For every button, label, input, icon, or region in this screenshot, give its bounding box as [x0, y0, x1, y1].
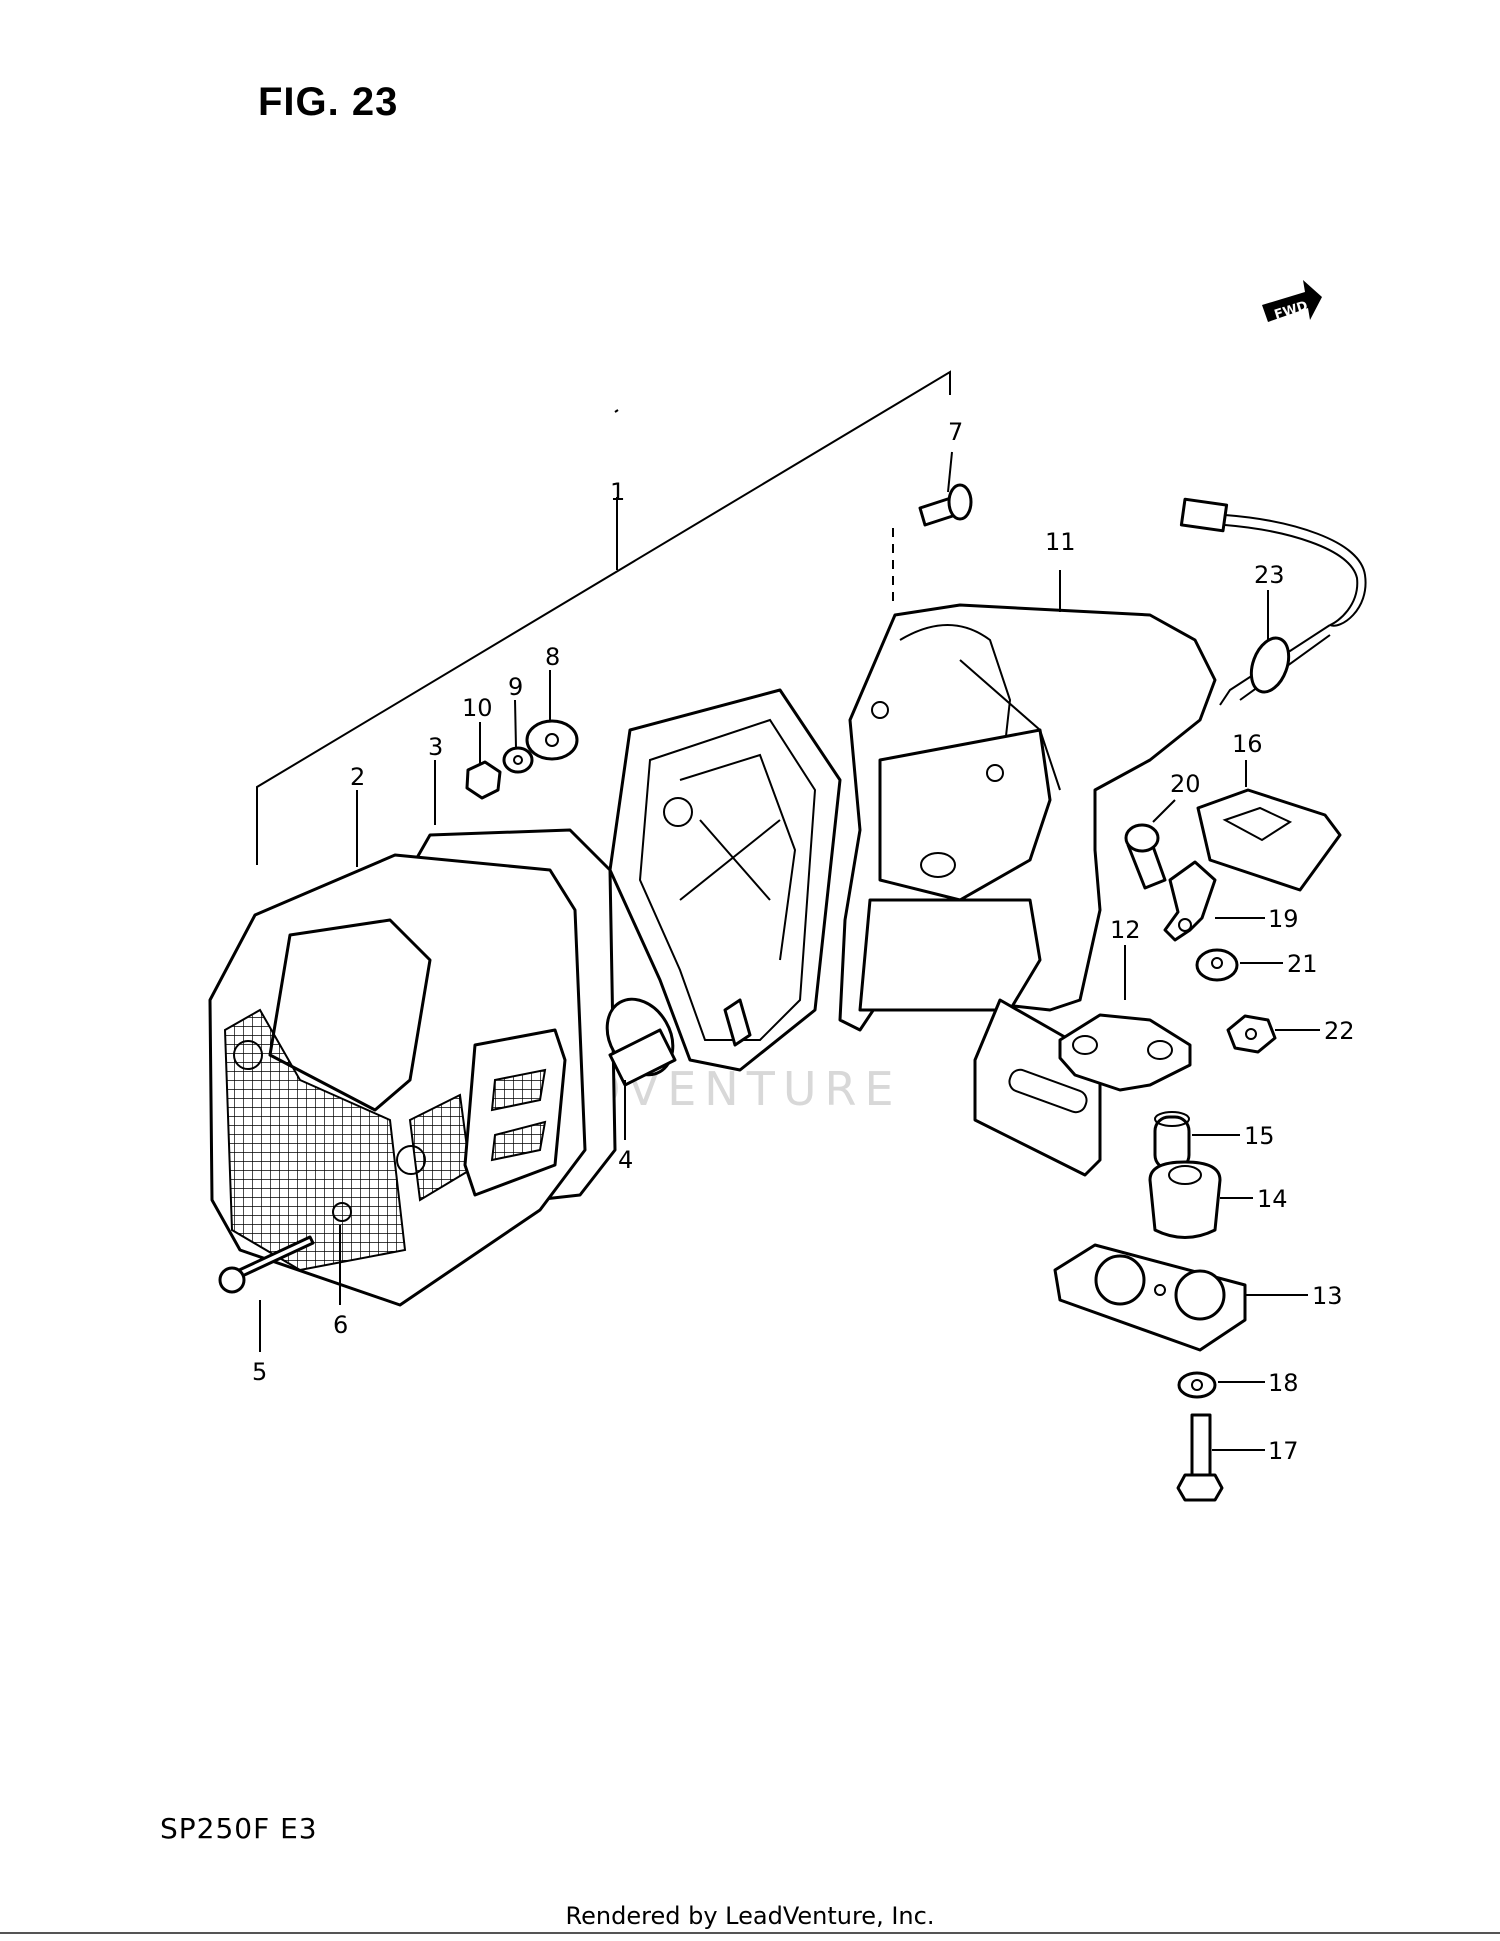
figure-title: FIG. 23 [258, 80, 399, 124]
callout-21: 21 [1287, 950, 1318, 978]
callout-15: 15 [1244, 1122, 1275, 1150]
wire-harness [1179, 497, 1367, 706]
callout-11: 11 [1045, 528, 1076, 556]
callout-labels: 1 2 3 4 5 6 7 8 9 10 11 12 13 14 15 16 1… [252, 418, 1355, 1465]
assembly-bracket-lead [256, 370, 951, 865]
callout-10: 10 [462, 694, 493, 722]
callout-8: 8 [545, 643, 560, 671]
clip-19 [1163, 860, 1217, 942]
screw-7 [918, 483, 973, 527]
callout-3: 3 [428, 733, 443, 761]
callout-2: 2 [350, 763, 365, 791]
leader-7 [947, 451, 953, 493]
callout-19: 19 [1268, 905, 1299, 933]
bolt-20 [1124, 823, 1167, 890]
cushion-16 [1196, 788, 1342, 892]
clamp-12 [1058, 1013, 1192, 1092]
callout-1: 1 [610, 478, 625, 506]
screw-5 [218, 1235, 315, 1294]
callout-14: 14 [1257, 1185, 1288, 1213]
callout-22: 22 [1324, 1017, 1355, 1045]
callout-9: 9 [508, 673, 523, 701]
nut-10 [465, 760, 502, 800]
model-code: SP250F E3 [160, 1812, 318, 1845]
washer-21 [1195, 948, 1239, 982]
plate-13 [1053, 1243, 1247, 1352]
rear-fender-bracket [838, 603, 1217, 1032]
leader-20 [1152, 799, 1176, 823]
callout-13: 13 [1312, 1282, 1343, 1310]
bulb-socket [605, 997, 752, 1087]
footer-divider [0, 1932, 1500, 1934]
tail-lamp-housing [608, 688, 842, 1072]
tail-lamp-lens [208, 853, 587, 1307]
forward-arrow-icon: FWD [1262, 280, 1322, 323]
callout-16: 16 [1232, 730, 1263, 758]
callout-6: 6 [333, 1311, 348, 1339]
collar-15 [1153, 1111, 1191, 1171]
render-credit: Rendered by LeadVenture, Inc. [565, 1902, 935, 1930]
washer-18 [1177, 1371, 1217, 1399]
grommet-14 [1148, 1160, 1222, 1239]
callout-12: 12 [1110, 916, 1141, 944]
callout-23: 23 [1254, 561, 1285, 589]
callout-17: 17 [1268, 1437, 1299, 1465]
leader-9 [514, 699, 517, 749]
washer-8 [525, 719, 579, 761]
callout-7: 7 [948, 418, 963, 446]
callout-4: 4 [618, 1146, 633, 1174]
callout-18: 18 [1268, 1369, 1299, 1397]
bolt-17 [1176, 1413, 1224, 1502]
callout-5: 5 [252, 1358, 267, 1386]
nut-22 [1226, 1014, 1277, 1054]
callout-20: 20 [1170, 770, 1201, 798]
lockwasher-9 [502, 746, 534, 774]
